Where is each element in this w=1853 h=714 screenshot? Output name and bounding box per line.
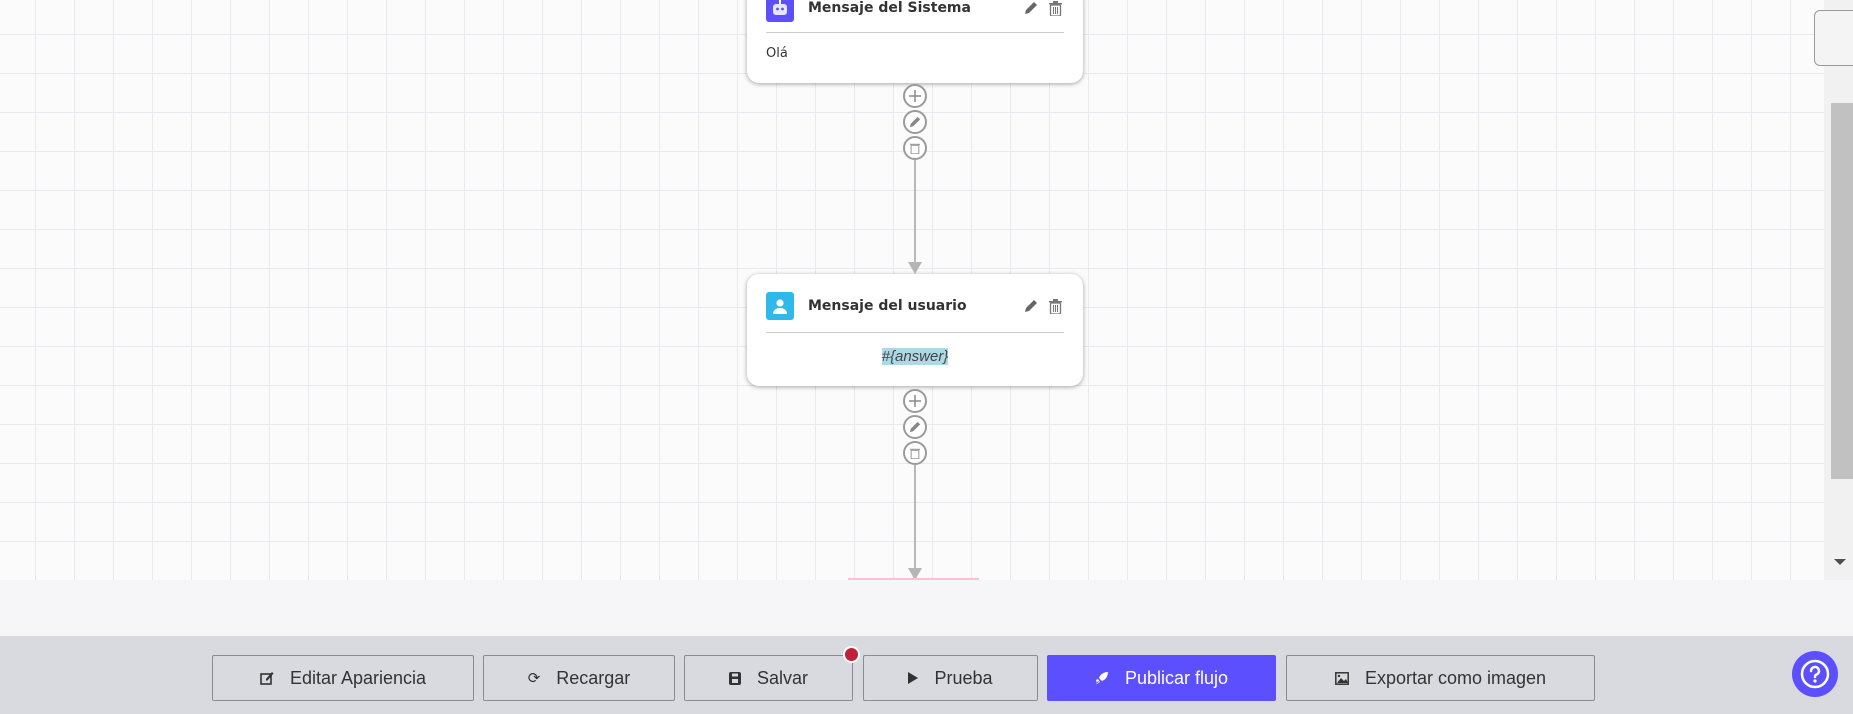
divider: [766, 332, 1064, 333]
next-node-edge: [848, 578, 979, 580]
button-label: Recargar: [556, 667, 631, 688]
scroll-down-arrow-icon[interactable]: [1834, 559, 1846, 565]
reload-button[interactable]: ⟳ Recargar: [483, 655, 675, 701]
trash-icon[interactable]: [1046, 297, 1064, 315]
user-icon: [766, 292, 794, 320]
node-title: Mensaje del Sistema: [808, 0, 971, 16]
refresh-icon: ⟳: [527, 670, 541, 687]
node-title: Mensaje del usuario: [808, 298, 967, 314]
connector-arrow: [908, 262, 922, 274]
robot-icon: [766, 0, 794, 22]
divider: [766, 32, 1064, 33]
trash-icon[interactable]: [1046, 0, 1064, 17]
image-icon: [1335, 671, 1349, 685]
scrollbar-thumb[interactable]: [1831, 103, 1853, 479]
connector-line: [914, 465, 916, 569]
publish-flow-button[interactable]: Publicar flujo: [1047, 655, 1276, 701]
edit-pencil-icon[interactable]: [1022, 297, 1040, 315]
node-content: Olá: [766, 46, 788, 61]
node-system-message[interactable]: Mensaje del Sistema Olá: [747, 0, 1083, 83]
edit-pencil-icon[interactable]: [1022, 0, 1040, 17]
button-label: Editar Apariencia: [289, 667, 427, 688]
vertical-scrollbar[interactable]: [1824, 0, 1853, 580]
node-user-message[interactable]: Mensaje del usuario #{answer}: [747, 274, 1083, 386]
question-icon: [1800, 659, 1830, 689]
floppy-disk-icon: [728, 671, 741, 685]
test-button[interactable]: Prueba: [863, 655, 1038, 701]
unsaved-changes-dot: [843, 646, 860, 663]
save-button[interactable]: Salvar: [684, 655, 853, 701]
add-node-button[interactable]: [903, 84, 927, 108]
edit-connection-button[interactable]: [903, 415, 927, 439]
export-image-button[interactable]: Exportar como imagen: [1286, 655, 1595, 701]
bottom-toolbar: Editar Apariencia ⟳ Recargar Salvar Prue…: [0, 636, 1853, 714]
edit-appearance-button[interactable]: Editar Apariencia: [212, 655, 474, 701]
button-label: Publicar flujo: [1124, 667, 1229, 688]
add-node-button[interactable]: [903, 389, 927, 413]
flow-canvas[interactable]: Mensaje del Sistema Olá Mensaje del usua…: [0, 0, 1824, 580]
edit-connection-button[interactable]: [903, 110, 927, 134]
delete-connection-button[interactable]: [903, 136, 927, 160]
connector-arrow: [908, 568, 922, 580]
minimap-panel[interactable]: [1814, 10, 1853, 66]
edit-square-icon: [260, 671, 274, 685]
play-icon: [908, 672, 919, 684]
delete-connection-button[interactable]: [903, 441, 927, 465]
node-content: #{answer}: [881, 348, 949, 365]
help-button[interactable]: [1792, 651, 1838, 697]
rocket-icon: [1095, 671, 1109, 685]
button-label: Prueba: [934, 667, 993, 688]
button-label: Exportar como imagen: [1364, 667, 1547, 688]
connector-line: [914, 160, 916, 262]
button-label: Salvar: [756, 667, 809, 688]
